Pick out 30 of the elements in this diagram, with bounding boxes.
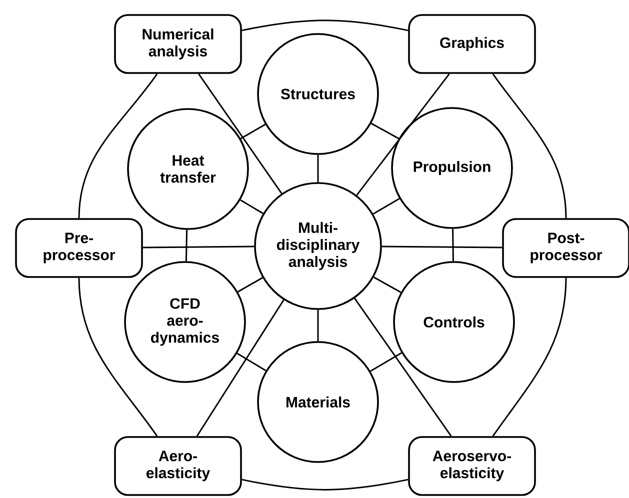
connector-line (354, 298, 452, 437)
connector-line (185, 230, 188, 262)
connector-line (240, 199, 264, 214)
connector-line (242, 20, 408, 32)
connector-line (78, 278, 158, 437)
connector-line (382, 246, 502, 248)
connector-line (492, 278, 567, 437)
rounded-box: Aeroservo-elasticity (408, 436, 536, 496)
rounded-box: Graphics (408, 14, 536, 74)
connector-line (356, 73, 450, 196)
connector-line (317, 310, 319, 342)
connector-line (196, 300, 284, 436)
connector-line (238, 277, 263, 292)
connector-line (198, 73, 282, 194)
connector-line (240, 124, 266, 140)
connector-line (236, 352, 266, 372)
rounded-box: Post-processor (502, 218, 629, 278)
connector-line (492, 73, 567, 218)
connector-line (370, 352, 402, 372)
connector-line (242, 478, 408, 490)
rounded-box: Aero-elasticity (114, 436, 242, 496)
rounded-box: Numerical analysis (114, 14, 242, 74)
connector-line (78, 73, 158, 218)
connector-line (370, 122, 400, 140)
connector-line (317, 154, 319, 182)
connector-line (373, 276, 402, 293)
rounded-box: Pre-processor (15, 218, 143, 278)
connector-line (372, 198, 400, 214)
connector-line (452, 228, 454, 262)
connector-line (142, 246, 254, 248)
